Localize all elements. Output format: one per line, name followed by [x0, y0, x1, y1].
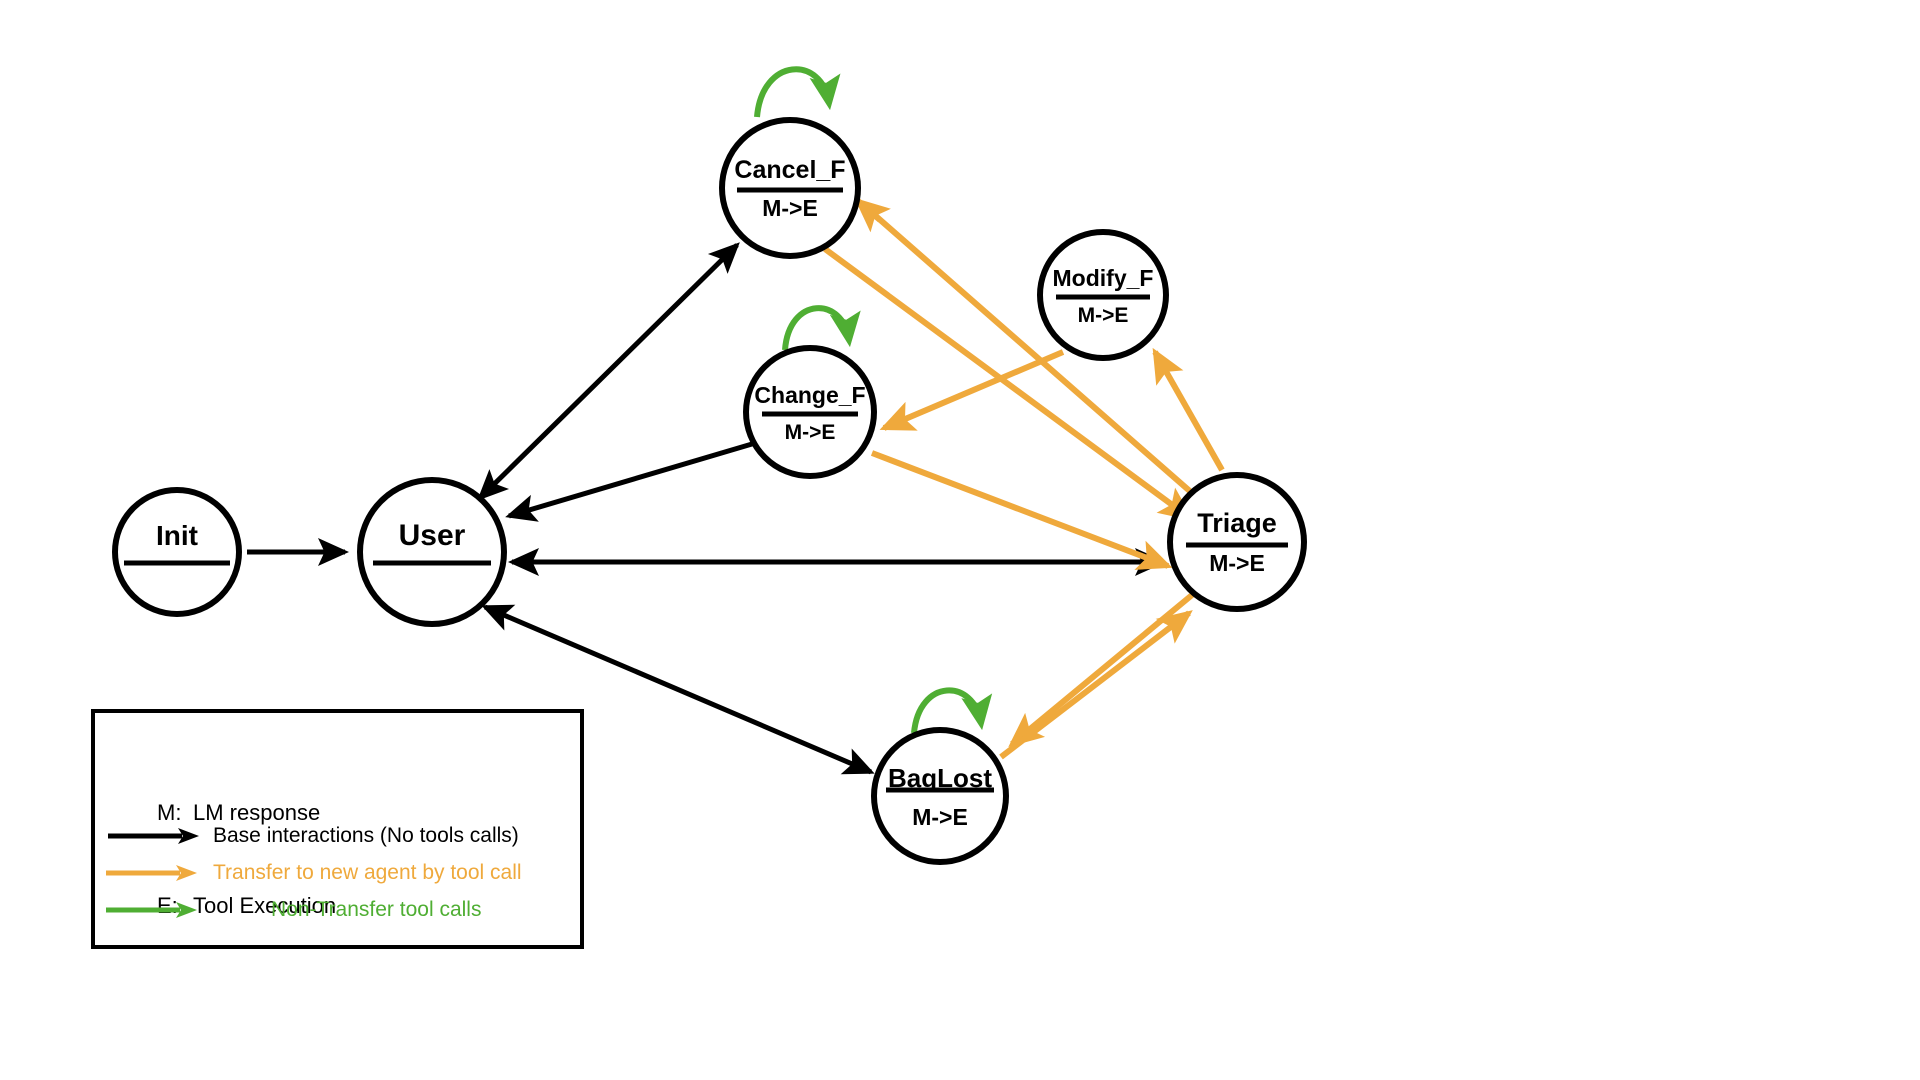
node-cancel_f-label: Cancel_F [734, 156, 845, 184]
legend-orange-arrow-icon [95, 862, 213, 884]
selfloop-cancel_f [754, 66, 841, 118]
edge-change_f-triage [870, 450, 1173, 570]
selfloop-baglost [911, 687, 993, 734]
node-change_f-label: Change_F [754, 382, 865, 408]
edge-modify_f-change_f [879, 349, 1065, 431]
node-baglost[interactable]: BagLost M->E [871, 727, 1009, 865]
edge-triage-baglost [1008, 592, 1194, 748]
node-triage-label: Triage [1197, 508, 1277, 538]
node-change_f-sub: M->E [785, 421, 836, 444]
node-change_f[interactable]: Change_F M->E [743, 345, 877, 479]
node-init[interactable]: Init [112, 487, 242, 617]
legend-def-e-text: Tool Execution [193, 893, 337, 918]
edge-triage-cancel_f [860, 201, 1194, 496]
legend-row-transfer-label: Transfer to new agent by tool call [213, 860, 522, 884]
node-baglost-sub: M->E [912, 804, 968, 830]
legend-row-base: Base interactions (No tools calls) [95, 817, 580, 854]
legend: M: LM response E: Tool Execution [91, 709, 584, 949]
edge-change_f-user [505, 441, 753, 522]
node-triage[interactable]: Triage M->E [1167, 472, 1307, 612]
legend-def-m: M: LM response [157, 797, 336, 828]
nodes-layer: Init User Cancel_F M->E Change_F M->E [112, 117, 1307, 865]
edge-cancel_f-triage [823, 246, 1194, 521]
node-modify_f[interactable]: Modify_F M->E [1037, 229, 1169, 361]
legend-def-m-text: LM response [193, 800, 321, 825]
legend-row-non-transfer-label: Non-Transfer tool calls [271, 897, 482, 921]
node-modify_f-label: Modify_F [1053, 265, 1154, 291]
node-triage-sub: M->E [1209, 550, 1265, 576]
node-modify_f-sub: M->E [1078, 304, 1129, 327]
node-init-label: Init [156, 520, 198, 551]
edge-triage-modify_f [1152, 347, 1225, 472]
edges-transfer-layer [823, 197, 1225, 760]
legend-row-transfer: Transfer to new agent by tool call [95, 854, 580, 891]
edges-base-layer [247, 242, 1166, 775]
selfloop-change_f [782, 305, 861, 351]
node-cancel_f-sub: M->E [762, 195, 818, 221]
legend-green-arrow-icon [95, 899, 213, 921]
edge-user-baglost [481, 604, 875, 775]
legend-black-arrow-icon [95, 825, 213, 847]
legend-def-m-key: M: [157, 800, 182, 825]
node-baglost-circle[interactable] [871, 727, 1009, 865]
edges-selfloop-layer [754, 66, 993, 734]
node-triage-circle[interactable] [1167, 472, 1307, 612]
edge-baglost-triage [999, 610, 1193, 760]
edge-triage-cancel_f-head [854, 197, 891, 233]
node-cancel_f[interactable]: Cancel_F M->E [719, 117, 861, 259]
node-user-circle[interactable] [357, 477, 507, 627]
legend-rows: Base interactions (No tools calls) Trans… [95, 817, 580, 928]
legend-row-non-transfer: Non-Transfer tool calls [95, 891, 580, 928]
node-init-circle[interactable] [112, 487, 242, 617]
legend-row-base-label: Base interactions (No tools calls) [213, 823, 519, 847]
node-user-label: User [399, 519, 466, 552]
edge-user-cancel_f [477, 242, 740, 501]
node-user[interactable]: User [357, 477, 507, 627]
